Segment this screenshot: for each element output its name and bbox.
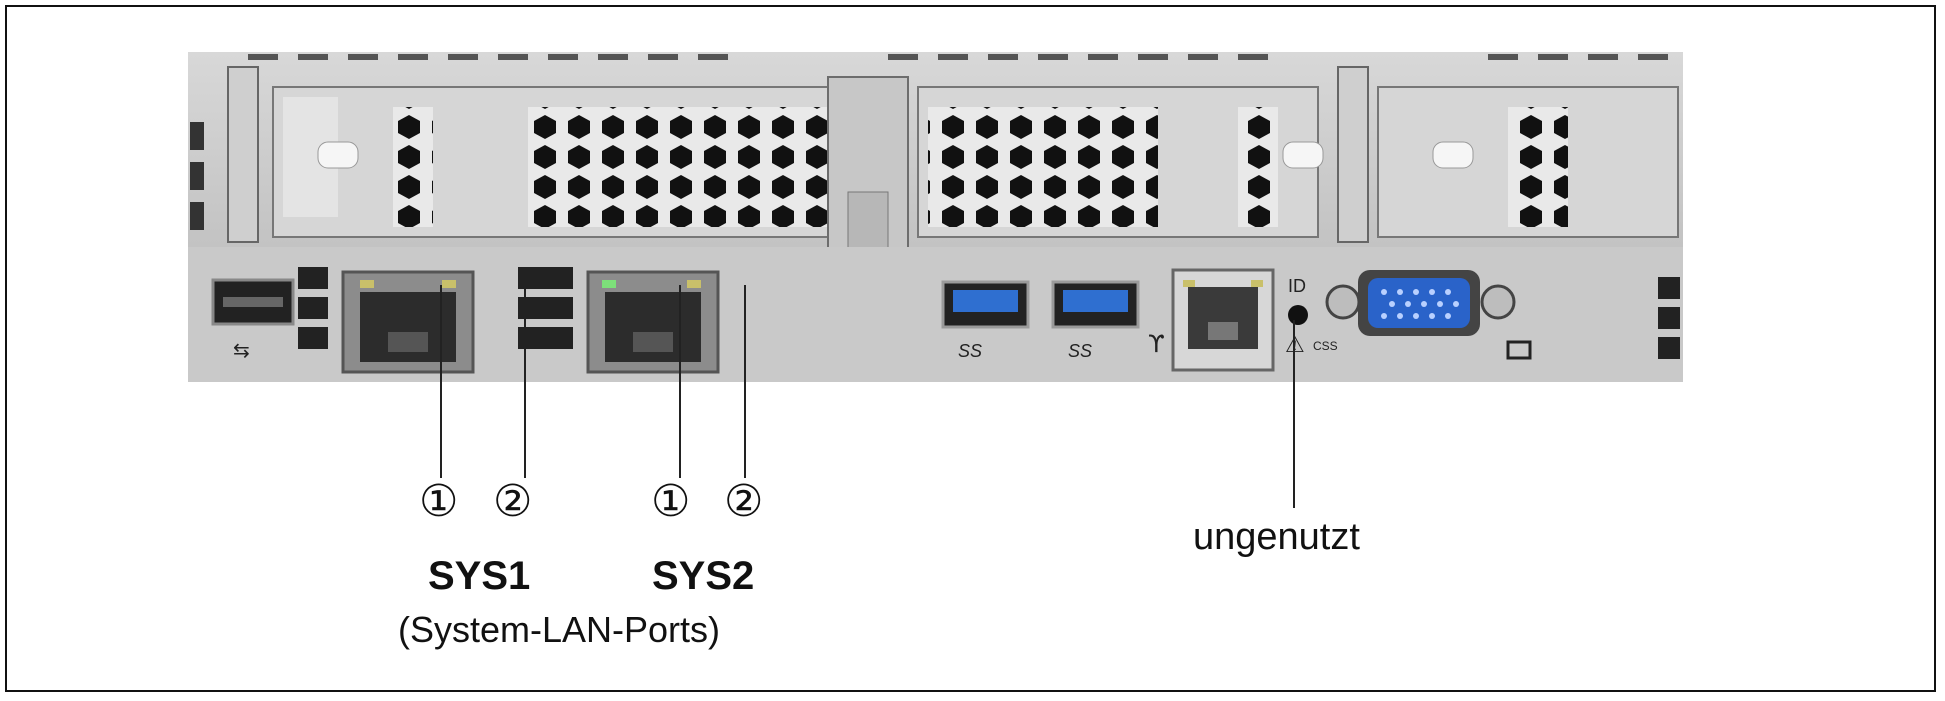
system-lan-ports-caption: (System-LAN-Ports): [398, 609, 721, 650]
server-rear-panel: ⇆ SS SS ϒ ID: [188, 52, 1683, 382]
sys2-lan-port[interactable]: [586, 270, 720, 374]
monitor-icon: [1506, 340, 1532, 360]
id-label: ID: [1288, 276, 1306, 296]
sys1-label: SYS1: [428, 554, 531, 598]
vga-port[interactable]: [1325, 270, 1516, 336]
management-lan-port[interactable]: [1171, 268, 1275, 372]
sys1-led1-leader: [440, 285, 442, 478]
sys2-label: SYS2: [652, 554, 755, 598]
sys1-lan-port[interactable]: [341, 270, 475, 374]
sys2-led1-callout: ①: [651, 477, 691, 526]
right-side-vents: [1658, 277, 1680, 359]
sys1-led-1: [360, 280, 374, 288]
usb3-logo-left: SS: [958, 341, 982, 361]
sys1-led2-callout: ②: [493, 477, 533, 526]
sys2-led-1: [602, 280, 616, 288]
css-label: CSS: [1313, 339, 1338, 353]
service-wrench-icon: ϒ: [1148, 330, 1165, 358]
usb3-port-1[interactable]: SS: [941, 280, 1030, 361]
pcie-slot-right: [917, 66, 1679, 243]
usb3-logo-right: SS: [1068, 341, 1092, 361]
sys1-led2-leader: [524, 285, 526, 478]
unused-port-leader: [1293, 320, 1295, 508]
usb3-port-2[interactable]: SS: [1051, 280, 1140, 361]
sys1-led-2: [442, 280, 456, 288]
top-vent-strip: [248, 54, 1668, 60]
usb-port[interactable]: ⇆: [211, 278, 295, 362]
sys2-led1-leader: [679, 285, 681, 478]
left-side-vents: [190, 122, 204, 230]
sys2-led2-callout: ②: [724, 477, 764, 526]
unused-label: ungenutzt: [1193, 516, 1360, 558]
sys2-led-2: [687, 280, 701, 288]
id-button[interactable]: [1288, 305, 1308, 325]
sys2-led2-leader: [744, 285, 746, 478]
svg-text:⇆: ⇆: [233, 340, 250, 362]
pcie-slot-left: [227, 66, 874, 243]
sys1-led1-callout: ①: [419, 477, 459, 526]
lan-side-vents: [298, 267, 573, 349]
